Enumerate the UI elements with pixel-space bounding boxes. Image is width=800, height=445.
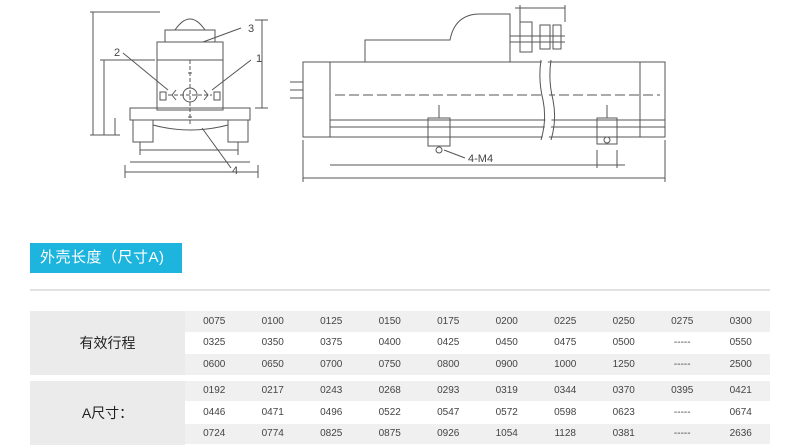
table-cell: 0496 — [302, 401, 361, 424]
table-row: 0600 0650 0700 0750 0800 0900 1000 1250 … — [30, 353, 770, 376]
table-cell: 0650 — [243, 353, 302, 376]
table-cell: 0350 — [243, 332, 302, 354]
table-cell: 0400 — [360, 332, 419, 354]
table-cell: 0217 — [243, 380, 302, 402]
table-cell: 0674 — [711, 401, 770, 424]
table-cell: 0598 — [536, 401, 595, 424]
table-row: 0446 0471 0496 0522 0547 0572 0598 0623 … — [30, 401, 770, 424]
table-row: 0325 0350 0375 0400 0425 0450 0475 0500 … — [30, 332, 770, 354]
table-cell: 1128 — [536, 423, 595, 445]
table-cell: 0243 — [302, 380, 361, 402]
table-cell: 0125 — [302, 311, 361, 333]
table-cell: 0572 — [477, 401, 536, 424]
table-cell: 0446 — [185, 401, 244, 424]
table-cell: 0875 — [360, 423, 419, 445]
row-group-label-stroke: 有效行程 — [30, 311, 185, 375]
table-row: A尺寸： 0192 0217 0243 0268 0293 0319 0344 … — [30, 380, 770, 445]
table-cell: 0522 — [360, 401, 419, 424]
table-cell: 0293 — [419, 380, 478, 402]
table-cell: 0370 — [594, 380, 653, 402]
callout-4-label: 4 — [232, 165, 238, 177]
table-cell: 0075 — [185, 311, 244, 333]
group-spacer — [30, 375, 770, 381]
table-cell: 0225 — [536, 311, 595, 333]
table-cell: 2636 — [711, 423, 770, 445]
table-row: 有效行程 0075 0100 0125 0150 0175 0200 0225 … — [30, 311, 770, 375]
table-cell: 0421 — [711, 380, 770, 402]
table-cell: 0150 — [360, 311, 419, 333]
table-cell: 0500 — [594, 332, 653, 354]
table-cell: ----- — [653, 332, 712, 354]
table-cell: 0623 — [594, 401, 653, 424]
section-divider — [30, 289, 770, 291]
table-cell: 0375 — [302, 332, 361, 354]
table-cell: ----- — [653, 401, 712, 424]
table-cell: 0300 — [711, 311, 770, 333]
table-cell: 0547 — [419, 401, 478, 424]
callout-1-label: 1 — [256, 53, 262, 65]
table-cell: 0475 — [536, 332, 595, 354]
table-cell: 0450 — [477, 332, 536, 354]
table-cell: 0275 — [653, 311, 712, 333]
table-cell: 0750 — [360, 353, 419, 376]
table-cell: 0325 — [185, 332, 244, 354]
table-cell: 0550 — [711, 332, 770, 354]
table-cell: 0825 — [302, 423, 361, 445]
table-cell: 0319 — [477, 380, 536, 402]
table-cell: 1250 — [594, 353, 653, 376]
table-cell: ----- — [653, 353, 712, 376]
table-cell: 0268 — [360, 380, 419, 402]
table-cell: 0381 — [594, 423, 653, 445]
table-cell: 0700 — [302, 353, 361, 376]
table-cell: 0600 — [185, 353, 244, 376]
table-cell: 0200 — [477, 311, 536, 333]
table-cell: 0724 — [185, 423, 244, 445]
callout-3-label: 3 — [248, 23, 254, 35]
table-cell: 0344 — [536, 380, 595, 402]
callout-2-label: 2 — [114, 47, 120, 59]
table-cell: 0250 — [594, 311, 653, 333]
table-cell: 0175 — [419, 311, 478, 333]
table-cell: 0395 — [653, 380, 712, 402]
table-cell: 0425 — [419, 332, 478, 354]
technical-drawing: 3 2 1 4 4-M4 — [90, 5, 666, 182]
table-cell: 0900 — [477, 353, 536, 376]
table-cell: 0100 — [243, 311, 302, 333]
table-cell: 1054 — [477, 423, 536, 445]
table-cell: 1000 — [536, 353, 595, 376]
table-cell: 0926 — [419, 423, 478, 445]
dimension-table: 有效行程 0075 0100 0125 0150 0175 0200 0225 … — [30, 311, 770, 445]
table-cell: 0471 — [243, 401, 302, 424]
table-cell: 2500 — [711, 353, 770, 376]
table-cell: 0800 — [419, 353, 478, 376]
section-title: 外壳长度（尺寸A) — [30, 243, 182, 273]
mount-note-label: 4-M4 — [468, 153, 493, 165]
table-cell: 0774 — [243, 423, 302, 445]
row-group-label-dimension-a: A尺寸： — [30, 380, 185, 445]
table-cell: ----- — [653, 423, 712, 445]
stroke-length-table: 有效行程 0075 0100 0125 0150 0175 0200 0225 … — [30, 311, 770, 445]
table-cell: 0192 — [185, 380, 244, 402]
